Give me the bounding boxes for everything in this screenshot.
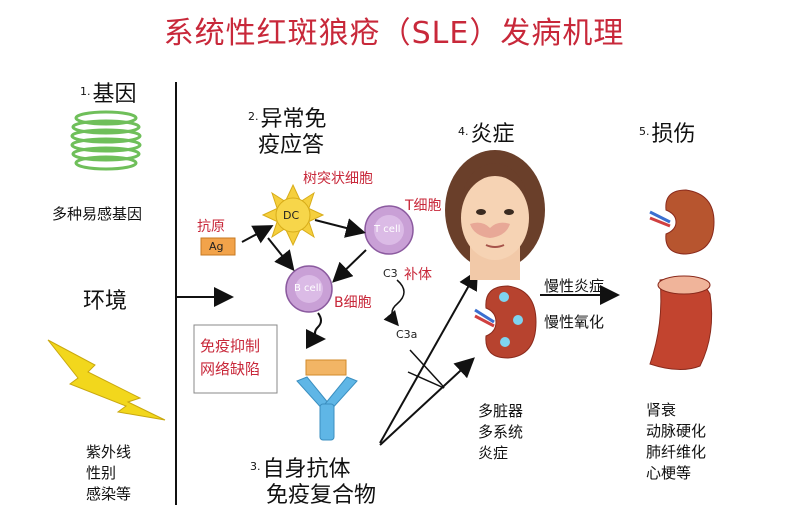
suppression-box bbox=[193, 324, 278, 394]
chronic-labels: 慢性炎症 慢性氧化 bbox=[544, 277, 605, 331]
complement-label: 补体 bbox=[404, 267, 432, 283]
diagram-title: 系统性红斑狼疮（SLE）发病机理 bbox=[163, 16, 625, 51]
gene-coil-icon bbox=[70, 110, 142, 171]
damage-list: 肾衰 动脉硬化 肺纤维化 心梗等 bbox=[646, 401, 707, 482]
dendritic-cell-label: 树突状细胞 bbox=[303, 171, 373, 187]
suppression-text: 免疫抑制 网络缺陷 bbox=[200, 337, 261, 378]
antigen-label: 抗原 bbox=[197, 219, 225, 235]
organs-effect: 多脏器 多系统 炎症 bbox=[478, 402, 524, 462]
gene-description: 多种易感基因 bbox=[52, 205, 143, 223]
environment-label: 环境 bbox=[83, 289, 128, 314]
step-immune-heading: 2.异常免 疫应答 bbox=[248, 107, 327, 158]
dendritic-cell-icon bbox=[261, 183, 325, 247]
t-cell-text: T cell bbox=[374, 224, 401, 235]
inflamed-kidney-icon bbox=[474, 285, 537, 359]
antibody-icon bbox=[296, 376, 358, 441]
antigen-text: Ag bbox=[209, 240, 224, 253]
environment-factors: 紫外线 性别 感染等 bbox=[86, 443, 132, 503]
step-damage-heading: 5.损伤 bbox=[639, 122, 696, 147]
step-gene-heading: 1.基因 bbox=[80, 82, 137, 107]
c3a-text: C3a bbox=[396, 328, 418, 341]
lightning-icon bbox=[47, 339, 166, 421]
b-cell-text: B cell bbox=[294, 283, 322, 294]
b-cell-label: B细胞 bbox=[334, 295, 372, 311]
artery-icon bbox=[649, 275, 713, 370]
immune-complex-bar bbox=[305, 359, 347, 376]
damaged-kidney-icon bbox=[649, 189, 715, 255]
c3-text: C3 bbox=[383, 267, 398, 280]
antigen-box bbox=[200, 237, 236, 256]
step-inflammation-heading: 4.炎症 bbox=[458, 122, 515, 147]
t-cell-label: T细胞 bbox=[405, 198, 442, 214]
step-autoantibody-heading: 3.自身抗体 免疫复合物 bbox=[250, 457, 377, 508]
patient-face-icon bbox=[445, 150, 545, 280]
dc-text: DC bbox=[283, 209, 300, 222]
